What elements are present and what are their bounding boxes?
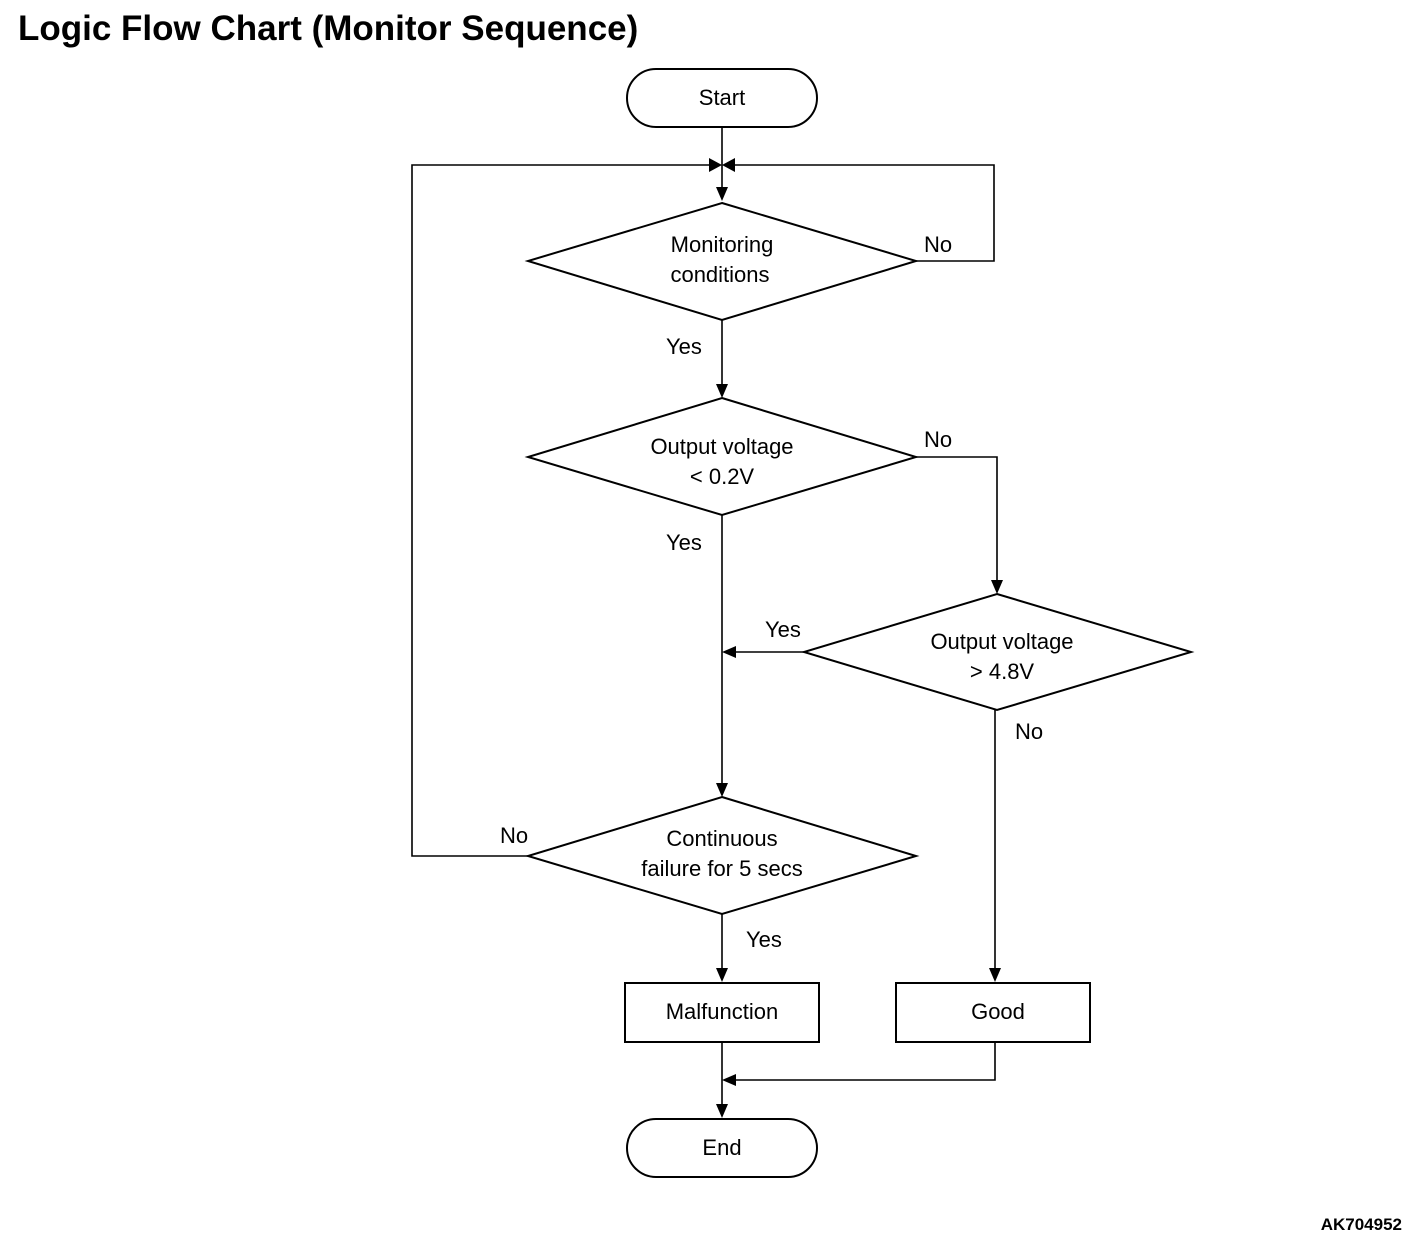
edge-label-continuous-yes: Yes	[746, 927, 782, 952]
arrowhead-continuous-loop	[709, 158, 722, 172]
low-voltage-diamond	[524, 396, 920, 517]
edge-label-high-no: No	[1015, 719, 1043, 744]
low-voltage-label-line1: Output voltage	[650, 434, 793, 459]
edge-label-monitoring-no: No	[924, 232, 952, 257]
edge-label-low-no: No	[924, 427, 952, 452]
page-title: Logic Flow Chart (Monitor Sequence)	[18, 9, 638, 48]
edge-label-continuous-no: No	[500, 823, 528, 848]
end-label: End	[702, 1135, 741, 1160]
arrowhead-high-yes	[722, 646, 736, 658]
start-terminator	[626, 68, 818, 128]
edge-label-high-yes: Yes	[765, 617, 801, 642]
good-box	[895, 982, 1091, 1043]
high-voltage-diamond	[800, 592, 1195, 712]
arrowhead-into-high-voltage	[991, 580, 1003, 594]
start-node: Start	[626, 68, 818, 128]
connector-good-end	[730, 1042, 996, 1081]
malfunction-node: Malfunction	[624, 982, 820, 1043]
arrowhead-into-good	[989, 968, 1001, 982]
figure-code: AK704952	[1321, 1215, 1402, 1234]
good-node: Good	[895, 982, 1091, 1043]
connector-low-no	[916, 456, 998, 587]
end-terminator	[626, 1118, 818, 1178]
continuous-failure-decision: Continuous failure for 5 secs	[524, 795, 920, 916]
arrowhead-into-malfunction	[716, 968, 728, 982]
monitoring-diamond	[524, 201, 920, 322]
high-voltage-label-line2: > 4.8V	[970, 659, 1035, 684]
start-label: Start	[699, 85, 745, 110]
continuous-failure-label-line1: Continuous	[666, 826, 777, 851]
good-label: Good	[971, 999, 1025, 1024]
continuous-failure-diamond	[524, 795, 920, 916]
low-voltage-decision: Output voltage < 0.2V	[524, 396, 920, 517]
malfunction-label: Malfunction	[666, 999, 779, 1024]
end-node: End	[626, 1118, 818, 1178]
edge-label-low-yes: Yes	[666, 530, 702, 555]
arrowhead-good-merge	[722, 1074, 736, 1086]
arrowhead-into-end	[716, 1104, 728, 1118]
monitoring-decision: Monitoring conditions	[524, 201, 920, 322]
continuous-failure-label-line2: failure for 5 secs	[641, 856, 802, 881]
connector-continuous-no-loop	[411, 164, 714, 857]
monitoring-label-line1: Monitoring	[671, 232, 774, 257]
connector-monitoring-no-loop	[730, 164, 995, 262]
arrowhead-monitoring-loop	[722, 158, 735, 172]
monitoring-label-line2: conditions	[670, 262, 769, 287]
arrowheads	[709, 158, 1003, 1118]
low-voltage-label-line2: < 0.2V	[690, 464, 755, 489]
edge-label-monitoring-yes: Yes	[666, 334, 702, 359]
arrowhead-into-continuous	[716, 783, 728, 797]
arrowhead-into-low-voltage	[716, 384, 728, 398]
malfunction-box	[624, 982, 820, 1043]
high-voltage-decision: Output voltage > 4.8V	[800, 592, 1195, 712]
connectors	[411, 127, 998, 1112]
arrowhead-into-monitoring	[716, 187, 728, 201]
high-voltage-label-line1: Output voltage	[930, 629, 1073, 654]
edge-labels: No Yes No Yes Yes No No Yes	[500, 232, 1043, 952]
